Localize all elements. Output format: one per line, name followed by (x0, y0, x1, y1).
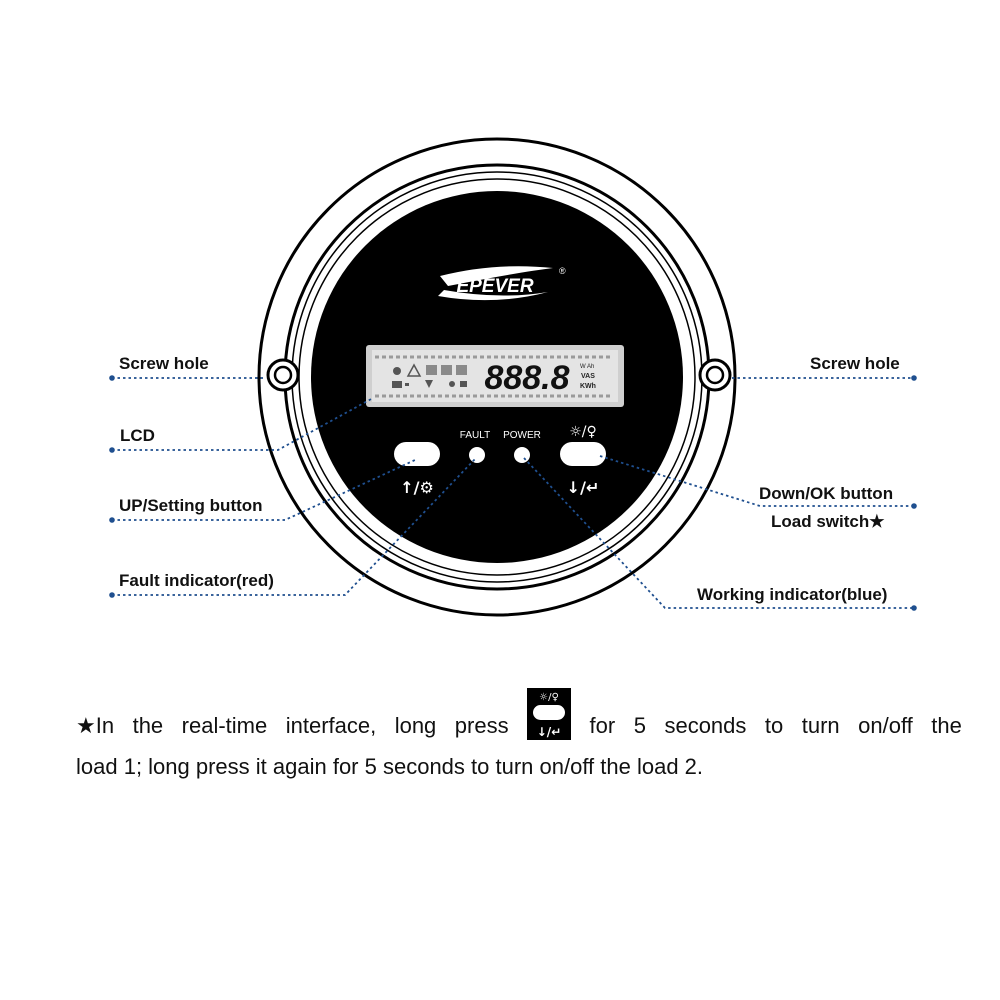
footnote-line-1: ★In the real-time interface, long press … (76, 688, 962, 752)
callout-line-working (523, 457, 914, 609)
sun-bulb-icon: ☼/♀ (539, 692, 559, 703)
footnote: ★In the real-time interface, long press … (76, 688, 962, 782)
fault-label: FAULT (460, 430, 490, 441)
footnote-word: turn (801, 713, 840, 738)
callout-lines (109, 375, 917, 611)
label-working-indicator: Working indicator(blue) (697, 585, 888, 604)
screw-hole-right (698, 358, 732, 392)
lcd-screen: 888.8 W Ah VAS KWh (366, 345, 624, 407)
registered-mark: ® (559, 266, 566, 276)
up-setting-button[interactable] (394, 442, 440, 466)
footnote-word: long (394, 713, 437, 738)
screw-hole-left (266, 358, 300, 392)
footnote-word: seconds (664, 713, 747, 738)
lcd-unit-1: W Ah (580, 364, 594, 370)
footnote-word: on/off (858, 713, 913, 738)
lcd-unit-3: KWh (580, 383, 596, 390)
footnote-line-2: load 1; long press it again for 5 second… (76, 754, 704, 779)
footnote-word: the (132, 713, 164, 738)
screw-hole-icon (705, 365, 725, 385)
footnote-word: for (589, 713, 616, 738)
callout-line-down-ok (599, 455, 914, 507)
footnote-word: the (931, 713, 962, 738)
sun-bulb-icon: ☼/♀ (569, 424, 597, 440)
power-label: POWER (503, 430, 541, 441)
callout-line-up-setting (112, 459, 416, 521)
fault-indicator (469, 447, 485, 463)
footnote-word: In (95, 713, 115, 738)
brand-name: EPEVER (456, 276, 533, 297)
up-setting-icon: ↑/⚙ (400, 478, 434, 497)
footnote-word: interface, (285, 713, 377, 738)
star-icon: ★ (76, 713, 96, 738)
label-up-setting: UP/Setting button (119, 496, 263, 515)
lcd-digits: 888.8 (484, 359, 569, 397)
label-down-ok: Down/OK button (759, 484, 894, 503)
lcd-unit-2: VAS (581, 373, 595, 380)
down-enter-icon: ↓/↵ (567, 478, 600, 497)
footnote-word: press (454, 713, 509, 738)
down-enter-icon: ↓/↵ (537, 725, 562, 739)
label-fault-indicator: Fault indicator(red) (119, 571, 274, 590)
label-lcd: LCD (120, 426, 155, 445)
brand-logo: EPEVER ® (438, 266, 566, 301)
footnote-star-in: ★In (76, 711, 114, 741)
down-ok-button-icon: ☼/♀ ↓/↵ (527, 688, 572, 740)
label-load-switch: Load switch★ (771, 512, 885, 531)
footnote-word: real-time (181, 713, 268, 738)
screw-hole-icon (273, 365, 293, 385)
callout-line-fault (112, 457, 477, 596)
power-indicator (514, 447, 530, 463)
down-ok-button[interactable] (560, 442, 606, 466)
label-screw-hole-left: Screw hole (119, 354, 209, 373)
callout-line-lcd (112, 397, 374, 451)
footnote-word: 5 (633, 713, 646, 738)
footnote-word: to (764, 713, 784, 738)
label-screw-hole-right: Screw hole (810, 354, 900, 373)
